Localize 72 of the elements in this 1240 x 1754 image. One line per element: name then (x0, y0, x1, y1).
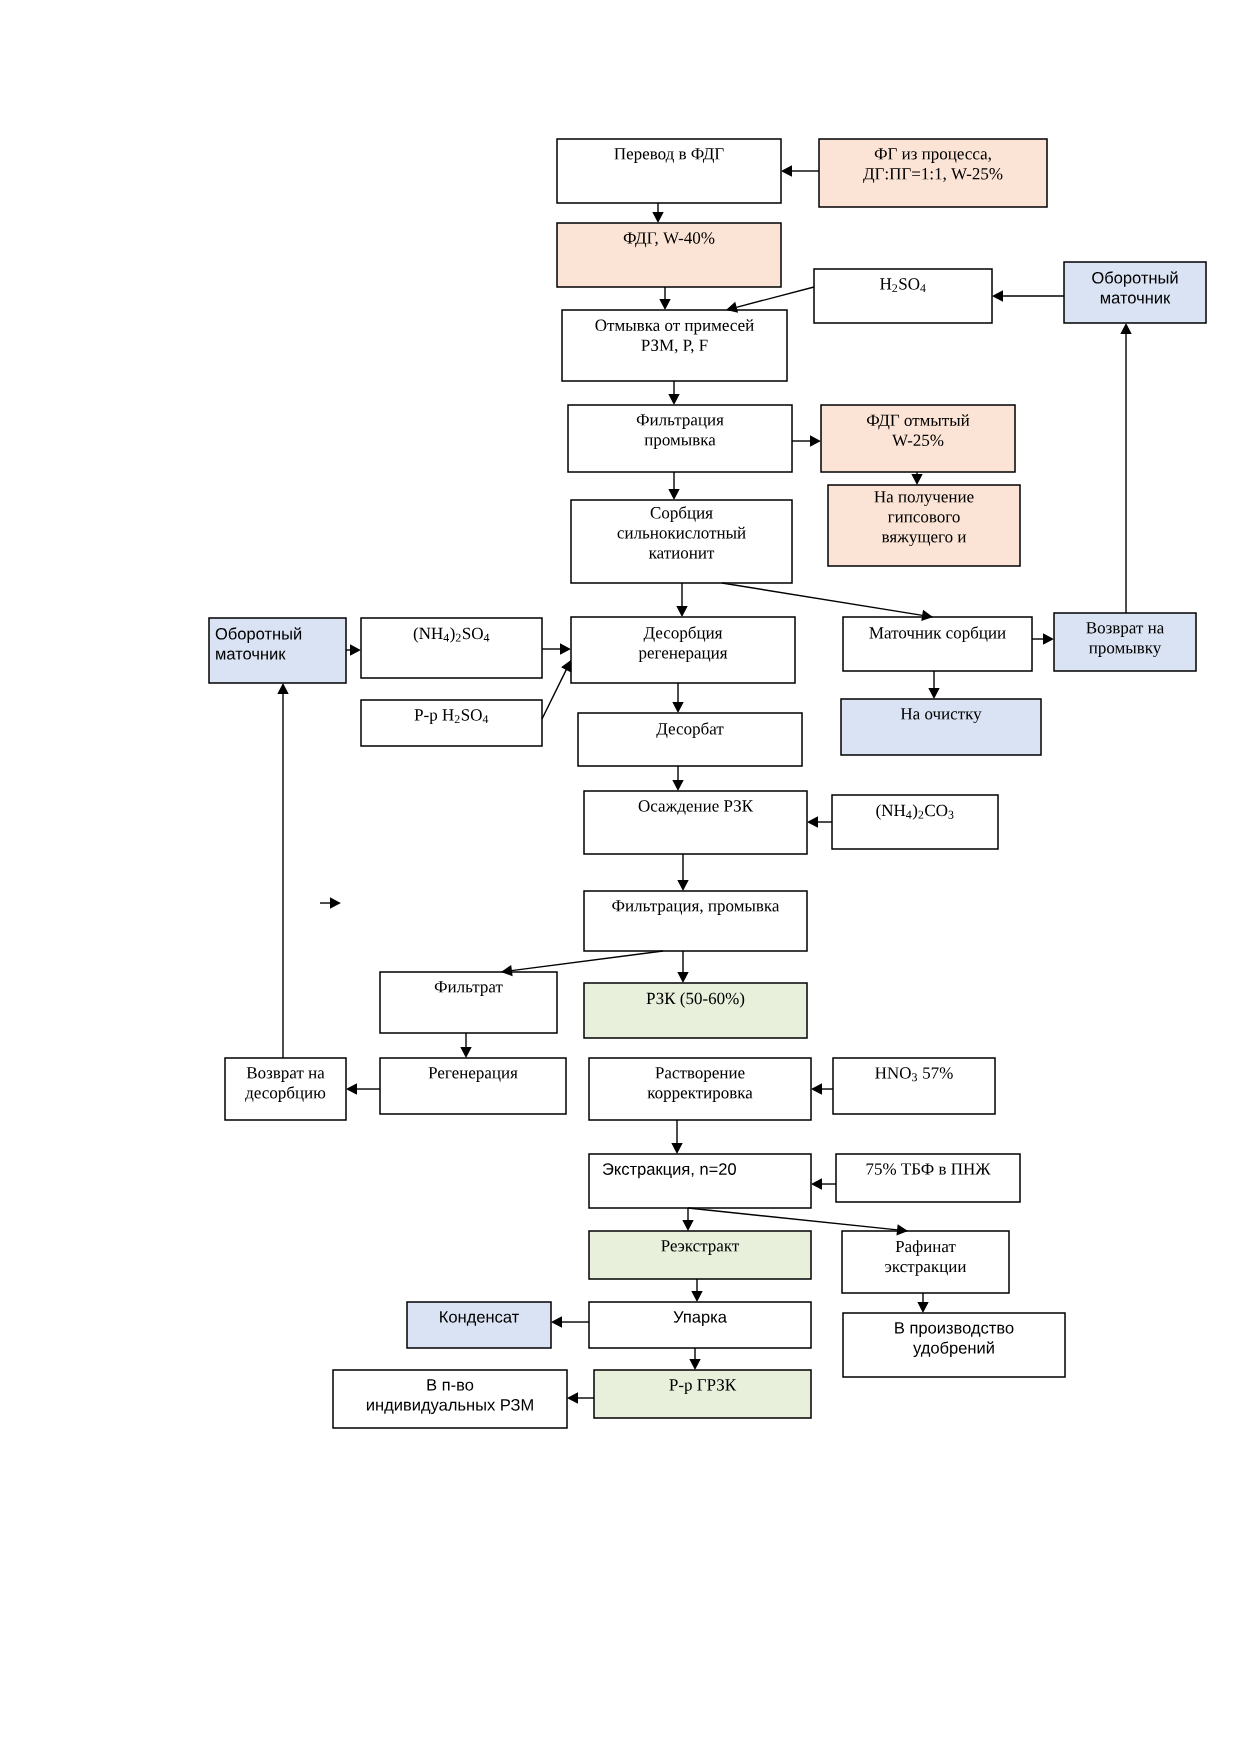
arrow (781, 165, 820, 177)
process-box: Экстракция, n=20 (588, 1153, 812, 1209)
arrow (277, 683, 289, 1059)
process-box: Регенерация (379, 1057, 567, 1115)
process-box: Осаждение РЗК (583, 790, 808, 855)
process-box: На очистку (840, 698, 1042, 756)
arrow (671, 1119, 683, 1154)
process-box: Оборотный маточник (208, 617, 347, 684)
arrow (345, 644, 361, 656)
arrow (1120, 323, 1132, 614)
arrow (791, 435, 821, 447)
process-box: Фильтрация, промывка (583, 890, 808, 952)
arrow (551, 1316, 590, 1328)
process-box: (NH$_{4}$)$_{2}$CO$_{3}$ (831, 794, 999, 850)
arrow (652, 202, 664, 223)
arrow (687, 1207, 908, 1236)
process-box: Рафинат экстракции (841, 1230, 1010, 1294)
arrow (346, 1083, 381, 1095)
arrow (1031, 633, 1054, 645)
process-box: 75% ТБФ в ПНЖ (835, 1153, 1021, 1203)
arrow (672, 682, 684, 713)
arrow (676, 582, 688, 617)
process-box: Р-р ГРЗК (593, 1369, 812, 1419)
arrow (672, 765, 684, 791)
process-box: Растворение корректировка (588, 1057, 812, 1121)
process-box: Возврат на десорбцию (224, 1057, 347, 1121)
arrow (811, 1178, 837, 1190)
process-box: Фильтрат (379, 971, 558, 1034)
process-box: Конденсат (406, 1301, 552, 1349)
process-box: Фильтрация промывка (567, 404, 793, 473)
arrow (501, 950, 664, 977)
process-box: H$_{2}$SO$_{4}$ (813, 268, 993, 324)
process-box: HNO$_{3}$ 57% (832, 1057, 996, 1115)
process-box: В производство удобрений (842, 1312, 1066, 1378)
process-box: Сорбция сильнокислотный катионит (570, 499, 793, 584)
process-box: ФГ из процесса, ДГ:ПГ=1:1, W-25% (818, 138, 1048, 208)
arrow (928, 670, 940, 699)
arrow (668, 471, 680, 500)
arrow (911, 471, 923, 485)
process-box: В п-во индивидуальных РЗМ (332, 1369, 568, 1429)
process-box: Десорбция регенерация (570, 616, 796, 684)
arrow (677, 950, 689, 983)
process-box: Р-р H$_{2}$SO$_{4}$ (360, 699, 543, 747)
process-box: РЗК (50-60%) (583, 982, 808, 1039)
arrow (721, 582, 933, 621)
arrow (460, 1032, 472, 1058)
arrow (689, 1347, 701, 1370)
arrow (677, 853, 689, 891)
process-box: Оборотный маточник (1063, 261, 1207, 324)
process-box: Перевод в ФДГ (556, 138, 782, 204)
arrow (992, 290, 1065, 302)
arrow (541, 643, 571, 655)
arrow (811, 1083, 834, 1095)
process-box: ФДГ, W-40% (556, 222, 782, 288)
process-box: На получение гипсового вяжущего и (827, 484, 1021, 567)
process-box: ФДГ отмытый W-25% (820, 404, 1016, 473)
arrow (807, 816, 833, 828)
arrow (668, 380, 680, 405)
process-box: (NH$_{4}$)$_{2}$SO$_{4}$ (360, 617, 543, 679)
arrow (682, 1207, 694, 1231)
process-box: Возврат на промывку (1053, 612, 1197, 672)
process-box: Упарка (588, 1301, 812, 1349)
arrow (917, 1292, 929, 1313)
arrow (541, 660, 572, 720)
process-box: Отмывка от примесей РЗМ, P, F (561, 309, 788, 382)
process-box: Маточник сорбции (842, 616, 1033, 672)
arrow (567, 1392, 595, 1404)
arrow (691, 1278, 703, 1302)
arrow (659, 286, 671, 310)
arrow (726, 286, 815, 313)
process-box: Десорбат (577, 712, 803, 767)
process-box: Реэкстракт (588, 1230, 812, 1280)
